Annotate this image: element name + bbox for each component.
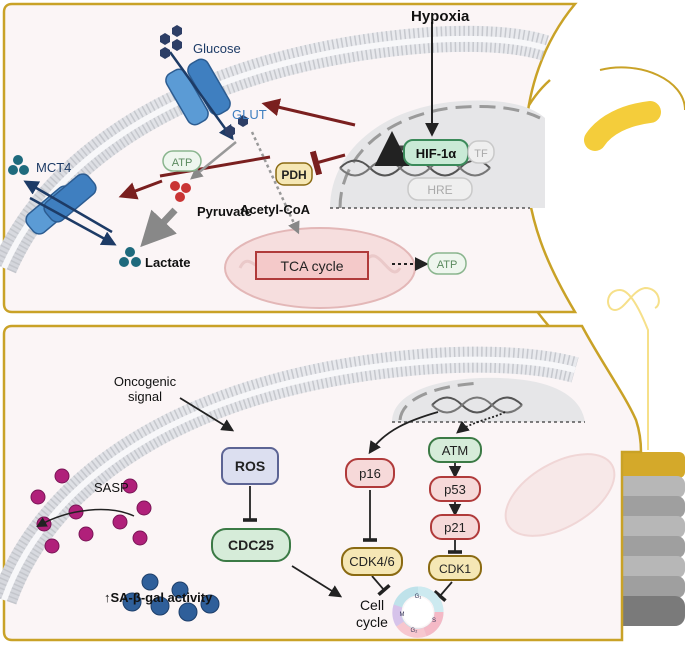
ros-label: ROS	[235, 458, 265, 474]
cdc25-to-cellcycle-arrow	[291, 565, 343, 598]
pyruvate-to-lactate-arrow	[140, 207, 178, 248]
atp-left-label: ATP	[172, 157, 193, 169]
acetyl-coa-label: Acetyl-CoA	[240, 202, 311, 217]
atp-right-pill	[427, 252, 467, 275]
atp-right-label: ATP	[437, 259, 458, 271]
p16-box	[345, 458, 395, 488]
pdh-box	[275, 162, 313, 186]
cdk46-box	[341, 547, 403, 576]
glut-label: GLUT	[232, 107, 267, 122]
cell-cycle-label-line2: cycle	[356, 614, 388, 630]
pyruvate-molecule-icon	[170, 181, 191, 202]
atp-left-pill	[162, 150, 202, 172]
glucose-to-pyruvate-arrow	[190, 141, 237, 180]
dna-to-p16-arrow	[368, 411, 439, 455]
top-panel: Hypoxia Glucose GLUT MCT4 ATP PDH HIF-1α…	[0, 2, 578, 314]
oncogenic-label-line2: signal	[128, 389, 162, 404]
sa-beta-gal-dots-icon	[122, 573, 220, 622]
mct4-transporter-icon	[23, 173, 117, 246]
p53-box	[429, 476, 481, 502]
hre-pill	[407, 177, 473, 201]
cdc25-box	[211, 528, 291, 562]
tca-cycle-label: TCA cycle	[280, 258, 343, 274]
p16-label: p16	[359, 466, 381, 481]
oncogenic-to-ros-arrow	[179, 397, 235, 432]
pdh-label: PDH	[281, 168, 306, 182]
hif1a-label: HIF-1α	[416, 146, 457, 161]
hre-label: HRE	[427, 183, 452, 197]
hif-to-glut-arrow	[261, 98, 356, 127]
hif-to-mct4-arrow	[118, 179, 163, 200]
cdk46-inhibits-cellcycle	[371, 575, 391, 597]
glucose-to-tca-arrow	[250, 131, 300, 235]
p21-label: p21	[444, 520, 466, 535]
phase-g1-label: G₁	[415, 594, 422, 600]
cdk1-box	[428, 555, 482, 581]
sasp-label: SASP	[94, 480, 129, 495]
cell-cycle-label-line1: Cell	[360, 597, 384, 613]
glucose-label: Glucose	[193, 41, 241, 56]
glut-transporter-icon	[165, 51, 234, 141]
sasp-molecules-icon	[30, 468, 152, 554]
oncogenic-label-line1: Oncogenic	[114, 374, 177, 389]
phase-s-label: S	[432, 618, 436, 624]
hif-inhibits-pdh	[309, 150, 346, 176]
cdc25-label: CDC25	[228, 537, 274, 553]
hif-to-mct4-line	[159, 155, 271, 178]
cell-cycle-ring-icon	[392, 586, 444, 638]
p21-box	[430, 514, 480, 540]
mct4-label: MCT4	[36, 160, 71, 175]
sasp-arrow	[36, 508, 135, 528]
lactate-molecule-icon	[119, 247, 141, 267]
phase-m-label: M	[400, 612, 405, 618]
tf-label: TF	[474, 148, 488, 160]
sa-beta-gal-label: ↑SA-β-gal activity	[104, 590, 213, 605]
tca-cycle-box	[255, 251, 369, 280]
lactate-label: Lactate	[145, 255, 191, 270]
bottom-panel: Oncogenic signal ROS CDC25 p16 CDK4/6 AT…	[0, 324, 643, 642]
pyruvate-label: Pyruvate	[197, 204, 252, 219]
ros-box	[221, 447, 279, 485]
atm-box	[428, 437, 482, 463]
hypoxia-label: Hypoxia	[411, 8, 470, 25]
cdk46-label: CDK4/6	[349, 554, 395, 569]
dna-to-atm-arrow	[456, 411, 506, 434]
cdk1-label: CDK1	[439, 562, 471, 576]
p53-label: p53	[444, 482, 466, 497]
atm-label: ATM	[442, 443, 468, 458]
phase-g2-label: G₂	[411, 628, 419, 634]
tf-pill	[467, 140, 495, 164]
lactate-outside-icon	[8, 155, 29, 175]
glucose-molecules-icon	[160, 25, 248, 137]
cdk1-inhibits-cellcycle	[433, 581, 453, 603]
